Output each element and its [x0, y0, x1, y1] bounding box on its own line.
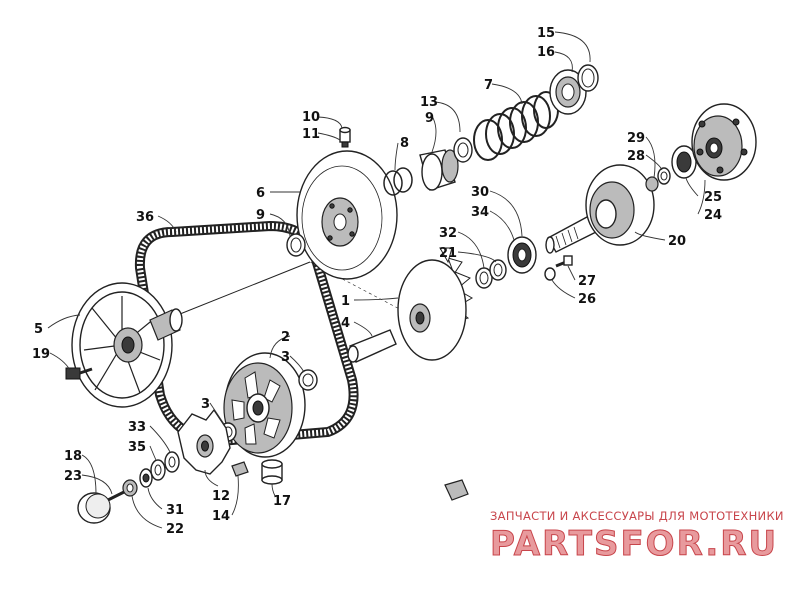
ring-32: [475, 267, 493, 289]
label-19: 19: [32, 347, 50, 362]
label-16: 16: [537, 45, 555, 60]
label-33: 33: [128, 420, 146, 435]
bushing-3-upper: [298, 369, 318, 391]
bolt-27: [555, 255, 573, 268]
label-17: 17: [273, 494, 291, 509]
driven-pulley-movable: [223, 352, 306, 458]
label-21: 21: [439, 246, 457, 261]
label-3-lower: 3: [201, 397, 210, 412]
bushing-22: [122, 479, 138, 497]
label-9-lower: 9: [256, 208, 265, 223]
label-20: 20: [668, 234, 686, 249]
small-clip: [444, 479, 469, 501]
bushing-13: [419, 149, 459, 191]
clutch-housing-24: [691, 103, 757, 181]
drive-fixed-sheave: [296, 150, 398, 280]
leader-lines: [47, 31, 706, 529]
label-32: 32: [439, 226, 457, 241]
drive-movable-sheave: [397, 247, 474, 361]
bearing-30: [507, 236, 537, 274]
label-25: 25: [704, 190, 722, 205]
washer-33: [164, 451, 180, 473]
label-12: 12: [212, 489, 230, 504]
snap-rings-8: [383, 167, 413, 196]
ring-9-lower: [286, 233, 306, 257]
slider-14: [231, 461, 249, 477]
label-35: 35: [128, 440, 146, 455]
label-15: 15: [537, 26, 555, 41]
label-3-upper: 3: [281, 350, 290, 365]
label-30: 30: [471, 185, 489, 200]
watermark-brand: PARTSFOR.RU: [490, 524, 778, 564]
torque-cam: [177, 408, 231, 475]
cap-18: [77, 490, 125, 524]
label-18: 18: [64, 449, 82, 464]
label-7: 7: [484, 78, 493, 93]
label-5: 5: [34, 322, 43, 337]
ring-28: [657, 167, 671, 185]
bolt-19: [65, 367, 93, 380]
label-31: 31: [166, 503, 184, 518]
label-23: 23: [64, 469, 82, 484]
washer-26: [544, 267, 556, 281]
shaft-axis-line: [169, 261, 311, 319]
label-29: 29: [627, 131, 645, 146]
driven-pulley-sheave: [71, 282, 183, 408]
label-2: 2: [281, 330, 290, 345]
label-24: 24: [704, 208, 722, 223]
label-14: 14: [212, 509, 230, 524]
label-26: 26: [578, 292, 596, 307]
nut-29: [645, 176, 659, 192]
label-28: 28: [627, 149, 645, 164]
label-4: 4: [341, 316, 350, 331]
spacer-17: [261, 459, 283, 485]
label-11: 11: [302, 127, 320, 142]
label-1: 1: [341, 294, 350, 309]
washer-35: [150, 459, 166, 481]
part-number-labels: 15 16 7 13 9 10 11 8 6 9 29 28 25 24 30 …: [32, 26, 722, 537]
label-13: 13: [420, 95, 438, 110]
label-22: 22: [166, 522, 184, 537]
ring-9-upper: [453, 137, 473, 163]
ring-21: [489, 259, 507, 281]
label-36: 36: [136, 210, 154, 225]
watermark: ЗАПЧАСТИ И АКСЕССУАРЫ ДЛЯ МОТОТЕХНИКИ PA…: [490, 509, 784, 565]
bolt-10: [339, 126, 351, 148]
clutch-hub-shaft: [545, 164, 655, 254]
pin-4: [347, 329, 397, 363]
ring-15: [577, 64, 599, 92]
washer-31: [139, 468, 153, 488]
watermark-tagline: ЗАПЧАСТИ И АКСЕССУАРЫ ДЛЯ МОТОТЕХНИКИ: [490, 509, 784, 523]
label-10: 10: [302, 110, 320, 125]
label-27: 27: [578, 274, 596, 289]
label-6: 6: [256, 186, 265, 201]
label-9-upper: 9: [425, 111, 434, 126]
label-8: 8: [400, 136, 409, 151]
label-34: 34: [471, 205, 489, 220]
spring-seat-16: [549, 69, 587, 115]
spring-7: [473, 91, 559, 161]
